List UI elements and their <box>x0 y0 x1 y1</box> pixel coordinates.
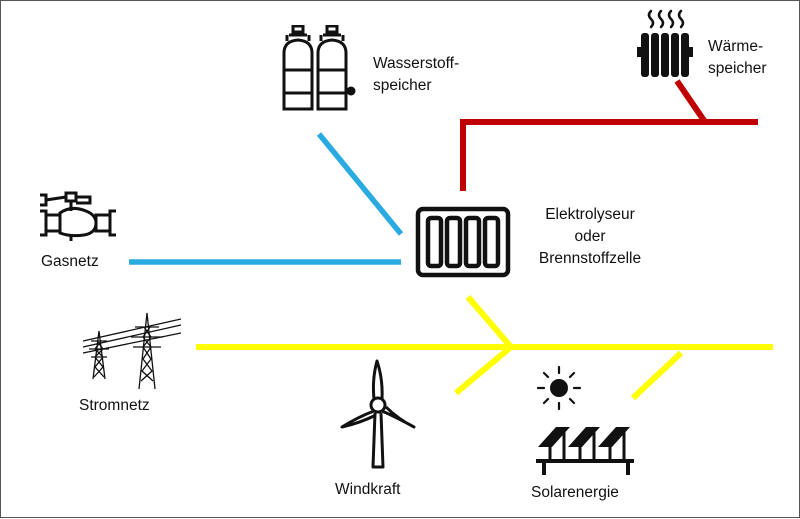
hydrogen-storage-label-line2: speicher <box>373 77 432 94</box>
solar-energy-label: Solarenergie <box>531 484 619 501</box>
solar-panel-icon <box>536 427 634 475</box>
heat-storage-label-line1: Wärme- <box>708 38 764 55</box>
wind-turbine-icon <box>340 359 416 469</box>
hydrogen-storage-label-line1: Wasserstoff- <box>373 55 460 72</box>
converter-label-line1: Elektrolyseur <box>545 206 635 223</box>
wind-power-label: Windkraft <box>335 481 401 498</box>
radiator-icon <box>637 9 693 77</box>
power-tower-icon <box>82 312 182 390</box>
hydrogen-storage-label: Wasserstoff- speicher <box>373 53 459 97</box>
converter-label-line2: oder <box>574 228 606 245</box>
gas-cylinders-icon <box>282 25 356 111</box>
gas-line-hydrogen <box>316 132 404 236</box>
heat-storage-label-line2: speicher <box>708 60 767 77</box>
power-line-arrow-lower <box>454 344 513 396</box>
gas-valve-icon <box>40 191 116 241</box>
fuel-cell-icon <box>415 206 511 278</box>
converter-label: Elektrolyseur oder Brennstoffzelle <box>524 204 656 270</box>
converter-label-line3: Brennstoffzelle <box>538 250 642 267</box>
heat-storage-label: Wärme- speicher <box>708 36 767 80</box>
gas-grid-label: Gasnetz <box>41 253 99 270</box>
power-grid-label: Stromnetz <box>79 397 150 414</box>
power-line-solar-branch <box>630 350 684 401</box>
sun-icon <box>536 365 582 411</box>
heat-line-branch <box>674 79 708 124</box>
power-line-arrow-upper <box>465 295 514 349</box>
